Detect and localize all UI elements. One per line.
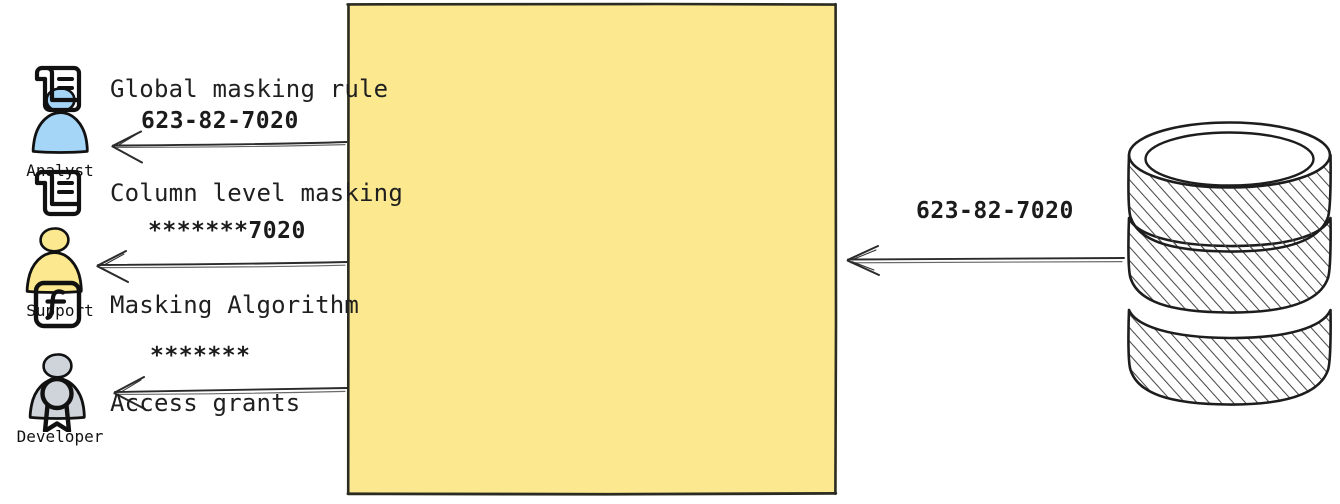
panel-row-masking-algorithm[interactable]: Masking Algorithm (28, 276, 359, 334)
arrow-label-analyst: 623-82-7020 (141, 108, 299, 134)
arrow-label-database: 623-82-7020 (916, 198, 1074, 224)
function-icon (28, 276, 88, 334)
panel-row-label: Masking Algorithm (110, 291, 360, 319)
award-ribbon-icon (28, 374, 88, 434)
panel-row-column-level-masking[interactable]: Column level masking (28, 164, 403, 222)
masking-policy-panel (347, 4, 836, 494)
arrow-database-to-panel (846, 245, 1125, 276)
arrow-to-developer (113, 376, 348, 410)
panel-row-label: Access grants (110, 389, 301, 417)
arrow-label-developer: ******* (150, 343, 251, 369)
panel-row-global-masking-rule[interactable]: Global masking rule (28, 60, 388, 118)
panel-row-access-grants[interactable]: Access grants (28, 374, 301, 434)
arrow-to-analyst (111, 130, 348, 164)
scroll-icon (28, 60, 88, 118)
panel-row-label: Global masking rule (110, 75, 389, 103)
arrow-to-support (96, 250, 348, 283)
scroll-icon (28, 164, 88, 222)
panel-row-label: Column level masking (110, 179, 403, 207)
database-icon (1118, 114, 1340, 410)
persona-label: Developer (16, 427, 104, 446)
arrow-label-support: *******7020 (148, 218, 306, 244)
